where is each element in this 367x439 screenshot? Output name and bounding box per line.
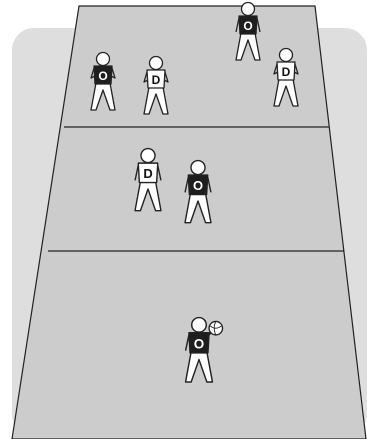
player-head [192,318,207,333]
bib-letter: D [143,166,152,181]
bib-letter: D [152,73,161,87]
bib-letter: O [193,178,203,193]
player-head [242,3,255,16]
player-head [280,49,293,62]
bib-letter: O [243,19,252,33]
bib-letter: O [98,69,107,83]
player-head [191,161,205,175]
player-head [141,149,155,163]
player-head [97,53,110,66]
bib-letter: D [282,65,291,79]
player-head [150,57,163,70]
bib-letter: O [194,336,204,351]
